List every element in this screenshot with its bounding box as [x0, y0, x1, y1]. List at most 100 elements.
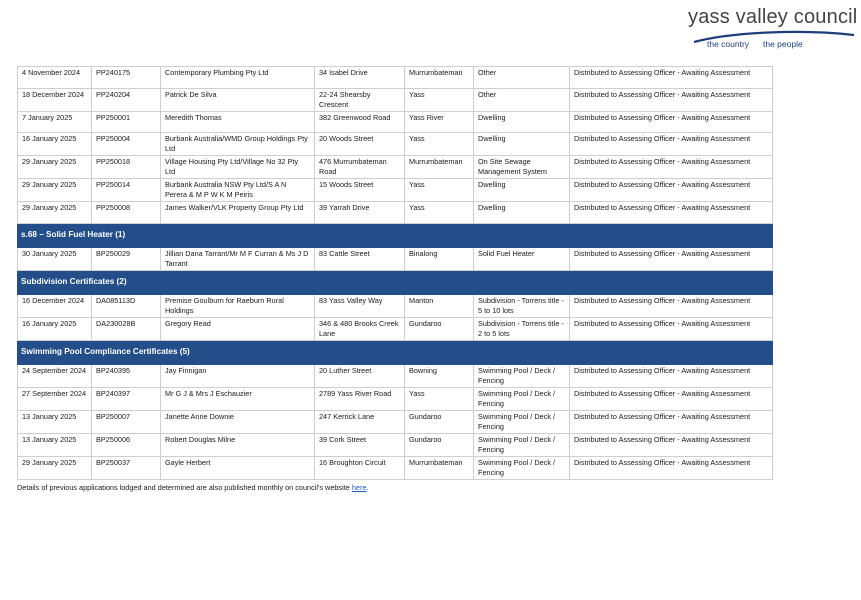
cell-status: Distributed to Assessing Officer - Await… [569, 178, 773, 203]
cell-locality: Manton [404, 293, 474, 318]
cell-application-number: PP240204 [91, 87, 161, 112]
section-title: s.68 – Solid Fuel Heater (1) [17, 222, 773, 248]
cell-locality: Murrumbateman [404, 155, 474, 180]
tagline-country: the country [707, 39, 750, 49]
cell-date: 29 January 2025 [17, 455, 92, 480]
cell-locality: Yass [404, 87, 474, 112]
cell-applicant: Patrick De Silva [160, 87, 315, 112]
cell-description: Subdivision - Torrens title - 5 to 10 lo… [473, 293, 570, 318]
footer-end: . [366, 483, 369, 492]
cell-status: Distributed to Assessing Officer - Await… [569, 110, 773, 134]
website-link[interactable]: here [351, 483, 367, 492]
cell-application-number: BP250007 [91, 409, 161, 434]
cell-address: 34 Isabel Drive [314, 66, 405, 89]
cell-description: Dwelling [473, 110, 570, 134]
cell-applicant: Meredith Thomas [160, 110, 315, 134]
cell-status: Distributed to Assessing Officer - Await… [569, 66, 773, 89]
cell-applicant: Janette Anne Downie [160, 409, 315, 434]
cell-locality: Binalong [404, 246, 474, 271]
cell-address: 346 & 480 Brooks Creek Lane [314, 316, 405, 341]
cell-application-number: DA230028B [91, 316, 161, 341]
cell-description: Swimming Pool / Deck / Fencing [473, 386, 570, 411]
cell-applicant: Jay Finnigan [160, 363, 315, 388]
cell-description: Swimming Pool / Deck / Fencing [473, 363, 570, 388]
cell-locality: Murrumbateman [404, 455, 474, 480]
cell-address: 476 Murrumbateman Road [314, 155, 405, 180]
cell-description: Swimming Pool / Deck / Fencing [473, 432, 570, 457]
cell-application-number: BP250029 [91, 246, 161, 271]
cell-application-number: PP250014 [91, 178, 161, 203]
cell-applicant: Village Housing Pty Ltd/Village No 32 Pt… [160, 155, 315, 180]
cell-status: Distributed to Assessing Officer - Await… [569, 363, 773, 388]
cell-address: 382 Greenwood Road [314, 110, 405, 134]
cell-locality: Yass River [404, 110, 474, 134]
cell-address: 15 Woods Street [314, 178, 405, 203]
tagline-people: the people [763, 39, 803, 49]
cell-application-number: BP240395 [91, 363, 161, 388]
cell-date: 4 November 2024 [17, 66, 92, 89]
footer-note: Details of previous applications lodged … [17, 483, 368, 492]
cell-description: Swimming Pool / Deck / Fencing [473, 455, 570, 480]
cell-date: 30 January 2025 [17, 246, 92, 271]
cell-description: Other [473, 87, 570, 112]
cell-address: 2789 Yass River Road [314, 386, 405, 411]
cell-date: 16 December 2024 [17, 293, 92, 318]
cell-locality: Yass [404, 132, 474, 157]
cell-date: 7 January 2025 [17, 110, 92, 134]
cell-date: 18 December 2024 [17, 87, 92, 112]
cell-address: 20 Woods Street [314, 132, 405, 157]
cell-locality: Gundaroo [404, 409, 474, 434]
cell-applicant: Robert Douglas Milne [160, 432, 315, 457]
cell-applicant: Gayle Herbert [160, 455, 315, 480]
cell-description: Subdivision - Torrens title - 2 to 5 lot… [473, 316, 570, 341]
cell-locality: Yass [404, 386, 474, 411]
cell-date: 13 January 2025 [17, 409, 92, 434]
cell-date: 29 January 2025 [17, 155, 92, 180]
cell-address: 16 Broughton Circuit [314, 455, 405, 480]
logo-swoosh-icon [693, 30, 855, 44]
council-logo: yass valley council the country the peop… [686, 6, 858, 50]
cell-description: Dwelling [473, 178, 570, 203]
cell-date: 29 January 2025 [17, 178, 92, 203]
cell-locality: Gundaroo [404, 316, 474, 341]
cell-applicant: Gregory Read [160, 316, 315, 341]
cell-date: 13 January 2025 [17, 432, 92, 457]
cell-date: 16 January 2025 [17, 316, 92, 341]
cell-status: Distributed to Assessing Officer - Await… [569, 386, 773, 411]
cell-application-number: BP250037 [91, 455, 161, 480]
cell-description: On Site Sewage Management System [473, 155, 570, 180]
cell-address: 83 Cattle Street [314, 246, 405, 271]
section-title: Swimming Pool Compliance Certificates (5… [17, 339, 773, 365]
council-name: yass valley council [688, 6, 858, 28]
cell-description: Dwelling [473, 132, 570, 157]
cell-status: Distributed to Assessing Officer - Await… [569, 316, 773, 341]
cell-application-number: PP240175 [91, 66, 161, 89]
section-title: Subdivision Certificates (2) [17, 269, 773, 295]
cell-status: Distributed to Assessing Officer - Await… [569, 87, 773, 112]
cell-address: 39 Yarrah Drive [314, 201, 405, 224]
section-header-subdivision: Subdivision Certificates (2) [17, 269, 773, 295]
cell-applicant: Burbank Australia/WMD Group Holdings Pty… [160, 132, 315, 157]
cell-locality: Murrumbateman [404, 66, 474, 89]
cell-application-number: DA085113D [91, 293, 161, 318]
cell-description: Solid Fuel Heater [473, 246, 570, 271]
cell-address: 247 Kerrick Lane [314, 409, 405, 434]
cell-description: Swimming Pool / Deck / Fencing [473, 409, 570, 434]
cell-applicant: Mr G J & Mrs J Eschauzier [160, 386, 315, 411]
section-header-solid-fuel: s.68 – Solid Fuel Heater (1) [17, 222, 773, 248]
cell-applicant: James Walker/VLK Property Group Pty Ltd [160, 201, 315, 224]
